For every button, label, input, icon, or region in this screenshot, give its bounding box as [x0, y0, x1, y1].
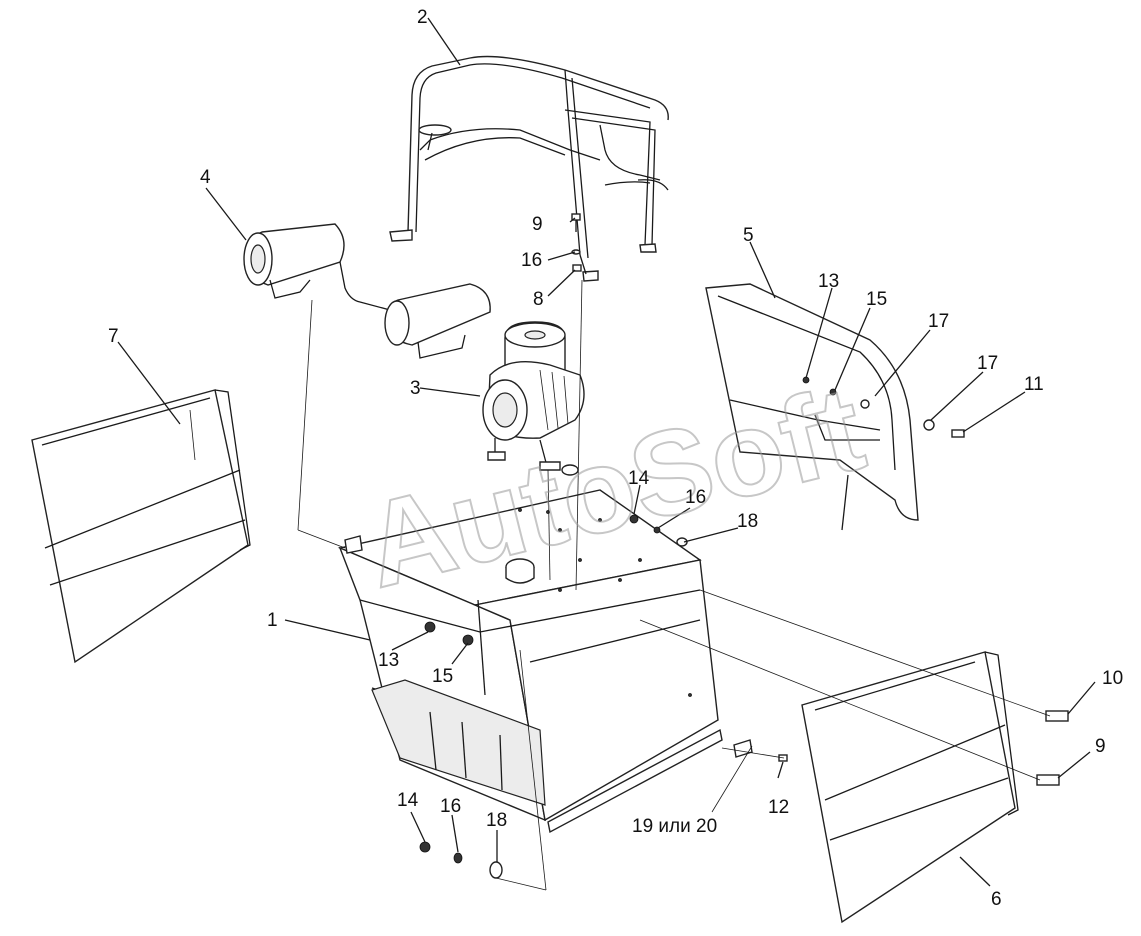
- main-housing: [337, 489, 723, 834]
- callout-13-box: 13: [378, 650, 399, 671]
- callout-2: 2: [417, 7, 428, 28]
- callout-18-bottom: 18: [486, 810, 507, 831]
- callout-5: 5: [743, 225, 754, 246]
- callout-4: 4: [200, 167, 211, 188]
- callout-15-box: 15: [432, 666, 453, 687]
- callout-11: 11: [1024, 374, 1044, 395]
- callout-14-top: 14: [628, 468, 650, 489]
- callout-19-or-20: 19 или 20: [632, 816, 717, 837]
- callout-9-right: 9: [1095, 736, 1106, 757]
- callout-18-top: 18: [737, 511, 758, 532]
- handrail-frame: [389, 55, 669, 282]
- callout-17-upper: 17: [928, 311, 949, 332]
- air-tank-assembly: [243, 223, 491, 531]
- mounting-holes: [518, 508, 692, 697]
- callout-15-door: 15: [866, 289, 887, 310]
- callout-12: 12: [768, 797, 789, 818]
- callout-labels: 1 2 3 4 5 6 7 8 9 9 10 11 12 13 13 14 14…: [108, 7, 1123, 910]
- callout-17-lower: 17: [977, 353, 998, 374]
- callout-10: 10: [1102, 668, 1123, 689]
- leader-lines: [117, 17, 1096, 891]
- callout-7: 7: [108, 326, 119, 347]
- callout-16-bottom: 16: [440, 796, 461, 817]
- callout-9-upper: 9: [532, 214, 543, 235]
- callout-13-door: 13: [818, 271, 839, 292]
- callout-1: 1: [267, 610, 278, 631]
- hardware-bottom: [419, 841, 503, 879]
- hardware-right: [629, 419, 1069, 786]
- bolt-set-upper: [571, 213, 582, 272]
- callout-16-top: 16: [685, 487, 706, 508]
- callout-8: 8: [533, 289, 544, 310]
- callout-6: 6: [991, 889, 1002, 910]
- right-lower-panel: [801, 651, 1019, 924]
- callout-3: 3: [410, 378, 421, 399]
- air-filter: [482, 321, 585, 476]
- left-side-panel: [31, 389, 251, 664]
- callout-14-bottom: 14: [397, 790, 419, 811]
- callout-16-upper: 16: [521, 250, 542, 271]
